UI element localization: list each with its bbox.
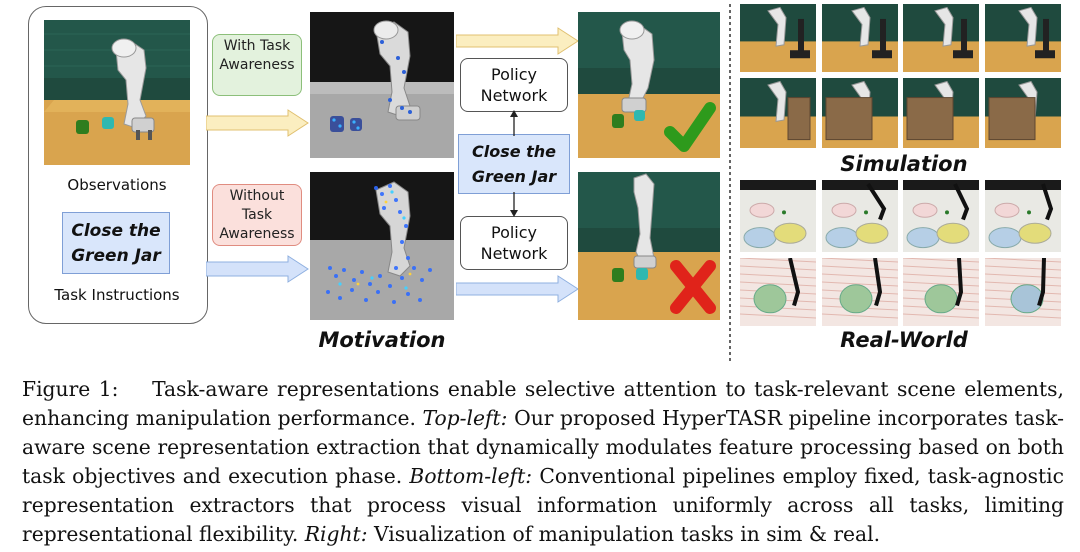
observation-scene-image [44, 20, 190, 165]
simulation-label: Simulation [840, 152, 968, 176]
cross-mark-icon [670, 260, 716, 314]
real-world-thumbnail [822, 258, 898, 326]
policy-network-top: Policy Network [460, 58, 568, 112]
caption-top-left-label: Top-left: [422, 406, 508, 430]
caption-top-left-text: Our proposed HyperTASR pipeline incorpor… [22, 406, 1064, 488]
arrow-without-awareness [206, 255, 309, 283]
simulation-thumbnail [985, 4, 1061, 72]
real-world-thumbnail [985, 258, 1061, 326]
real-world-thumbnail [740, 180, 816, 252]
motivation-label: Motivation [318, 328, 446, 352]
simulation-thumbnail [740, 4, 816, 72]
arrow-bottom-to-result [456, 275, 579, 303]
success-result-scene [578, 12, 720, 158]
simulation-thumbnail [822, 4, 898, 72]
center-instruction-box: Close the Green Jar [458, 134, 570, 194]
simulation-thumbnail [903, 78, 979, 148]
caption-bottom-left-label: Bottom-left: [409, 464, 533, 488]
real-world-thumbnail [822, 180, 898, 252]
real-world-thumbnail [740, 258, 816, 326]
simulation-thumbnail [903, 4, 979, 72]
arrow-instruction-to-top-policy [510, 110, 518, 136]
arrow-with-awareness [206, 109, 309, 137]
panel-divider [729, 4, 731, 362]
real-world-thumbnail [985, 180, 1061, 252]
real-world-thumbnail [903, 180, 979, 252]
task-aware-feature-scene [310, 12, 454, 158]
with-task-awareness-tag: With Task Awareness [212, 34, 302, 96]
caption-bottom-left-text: Conventional pipelines employ fixed, tas… [22, 464, 1064, 546]
task-instruction-box: Close the Green Jar [62, 212, 170, 274]
check-mark-icon [664, 102, 716, 152]
task-instructions-label: Task Instructions [54, 286, 180, 304]
figure-number: Figure 1: [22, 377, 119, 401]
arrow-top-to-result [456, 27, 579, 55]
caption-right-text: Visualization of manipulation tasks in s… [374, 522, 881, 546]
arrow-instruction-to-bottom-policy [510, 192, 518, 217]
simulation-thumbnail [822, 78, 898, 148]
simulation-thumbnail [740, 78, 816, 148]
caption-right-label: Right: [304, 522, 368, 546]
policy-network-bottom: Policy Network [460, 216, 568, 270]
real-world-label: Real-World [840, 328, 968, 352]
observations-label: Observations [67, 176, 167, 194]
caption-sentence: Task-aware representations enable select… [22, 377, 1064, 430]
simulation-thumbnail [985, 78, 1061, 148]
figure-caption: Figure 1: Task-aware representations ena… [22, 375, 1064, 549]
task-agnostic-feature-scene [310, 172, 454, 320]
without-task-awareness-tag: Without Task Awareness [212, 184, 302, 246]
real-world-thumbnail [903, 258, 979, 326]
failure-result-scene [578, 172, 720, 320]
